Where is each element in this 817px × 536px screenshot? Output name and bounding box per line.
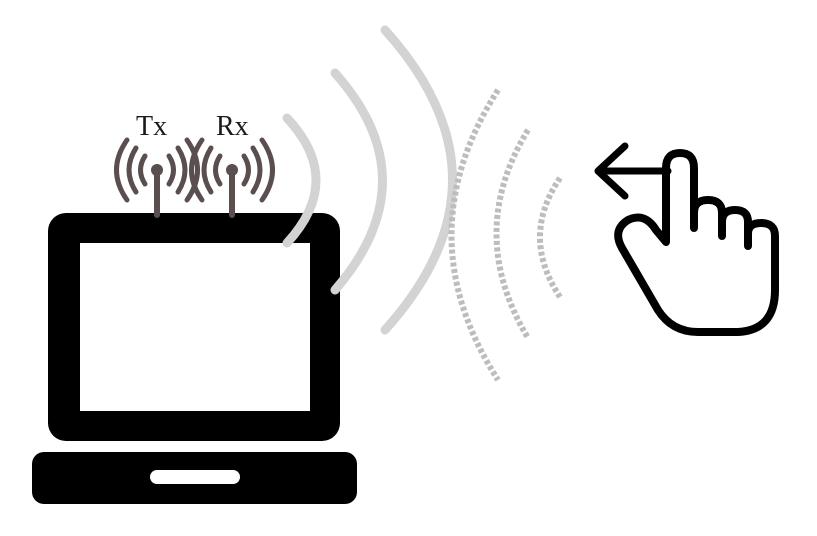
reflected-wave-arc <box>493 128 531 340</box>
tx-label: Tx <box>136 111 167 142</box>
laptop-screen <box>80 243 310 411</box>
swipe-left-arrow-icon <box>594 142 672 200</box>
transmitted-wave-arc <box>282 113 321 248</box>
rx-antenna-icon <box>189 137 275 218</box>
laptop-icon <box>32 213 357 504</box>
transmitted-wave-arc <box>330 68 387 295</box>
reflected-wave-arc <box>537 176 563 299</box>
rx-label: Rx <box>216 111 249 142</box>
laptop-touchpad <box>150 470 240 484</box>
transmitted-wave-arc <box>380 25 457 335</box>
reflected-wave-arcs <box>448 88 563 382</box>
reflected-wave-arc <box>448 88 501 382</box>
tx-antenna-icon <box>114 137 200 218</box>
transmitted-wave-arcs <box>282 25 457 335</box>
swipe-left-hand-icon <box>594 142 779 336</box>
hand-outline <box>614 149 779 336</box>
